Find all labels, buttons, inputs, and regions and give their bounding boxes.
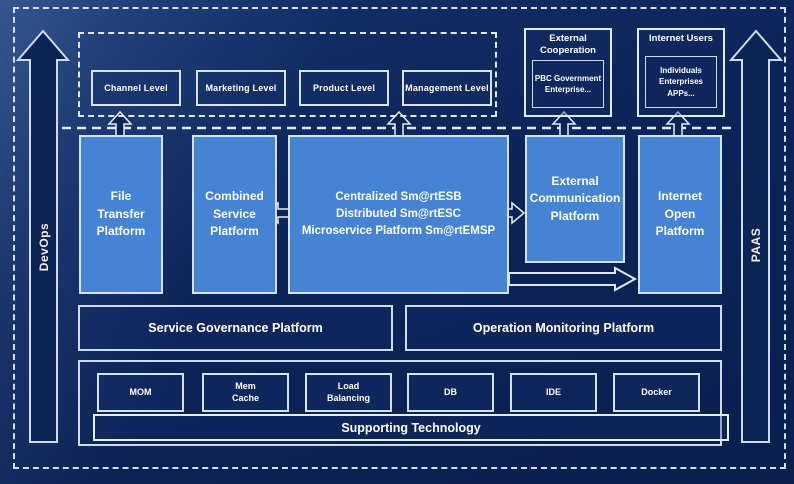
- tech-box-mem-cache: Mem Cache: [202, 373, 289, 412]
- file-transfer-platform: File Transfer Platform: [79, 135, 163, 294]
- external-cooperation-title: External Cooperation: [540, 33, 596, 56]
- tech-box-docker: Docker: [613, 373, 700, 412]
- level-box-product: Product Level: [299, 70, 389, 106]
- external-communication-platform: External Communication Platform: [525, 135, 625, 263]
- internet-users-box: Internet Users Individuals Enterprises A…: [637, 28, 725, 117]
- internet-users-title: Internet Users: [649, 33, 713, 44]
- combined-service-platform: Combined Service Platform: [192, 135, 277, 294]
- supporting-technology-bar: Supporting Technology: [93, 414, 729, 441]
- paas-rail-label: PAAS: [749, 227, 763, 263]
- esb-core-platform: Centralized Sm@rtESB Distributed Sm@rtES…: [288, 135, 509, 294]
- external-cooperation-members: PBC Government Enterprise...: [532, 60, 604, 108]
- tech-box-load-balancing: Load Balancing: [305, 373, 392, 412]
- devops-rail-label: DevOps: [37, 222, 51, 272]
- level-box-channel: Channel Level: [91, 70, 181, 106]
- level-box-management: Management Level: [402, 70, 492, 106]
- tech-box-mom: MOM: [97, 373, 184, 412]
- level-box-marketing: Marketing Level: [196, 70, 286, 106]
- internet-open-platform: Internet Open Platform: [638, 135, 722, 294]
- service-governance-platform: Service Governance Platform: [78, 305, 393, 351]
- tech-box-db: DB: [407, 373, 494, 412]
- external-cooperation-box: External Cooperation PBC Government Ente…: [524, 28, 612, 117]
- supporting-technology-frame: [78, 360, 722, 446]
- outer-dashed-frame: [13, 7, 786, 469]
- operation-monitoring-platform: Operation Monitoring Platform: [405, 305, 722, 351]
- internet-users-members: Individuals Enterprises APPs...: [645, 56, 717, 108]
- tech-box-ide: IDE: [510, 373, 597, 412]
- access-levels-dashed-box: [78, 32, 497, 117]
